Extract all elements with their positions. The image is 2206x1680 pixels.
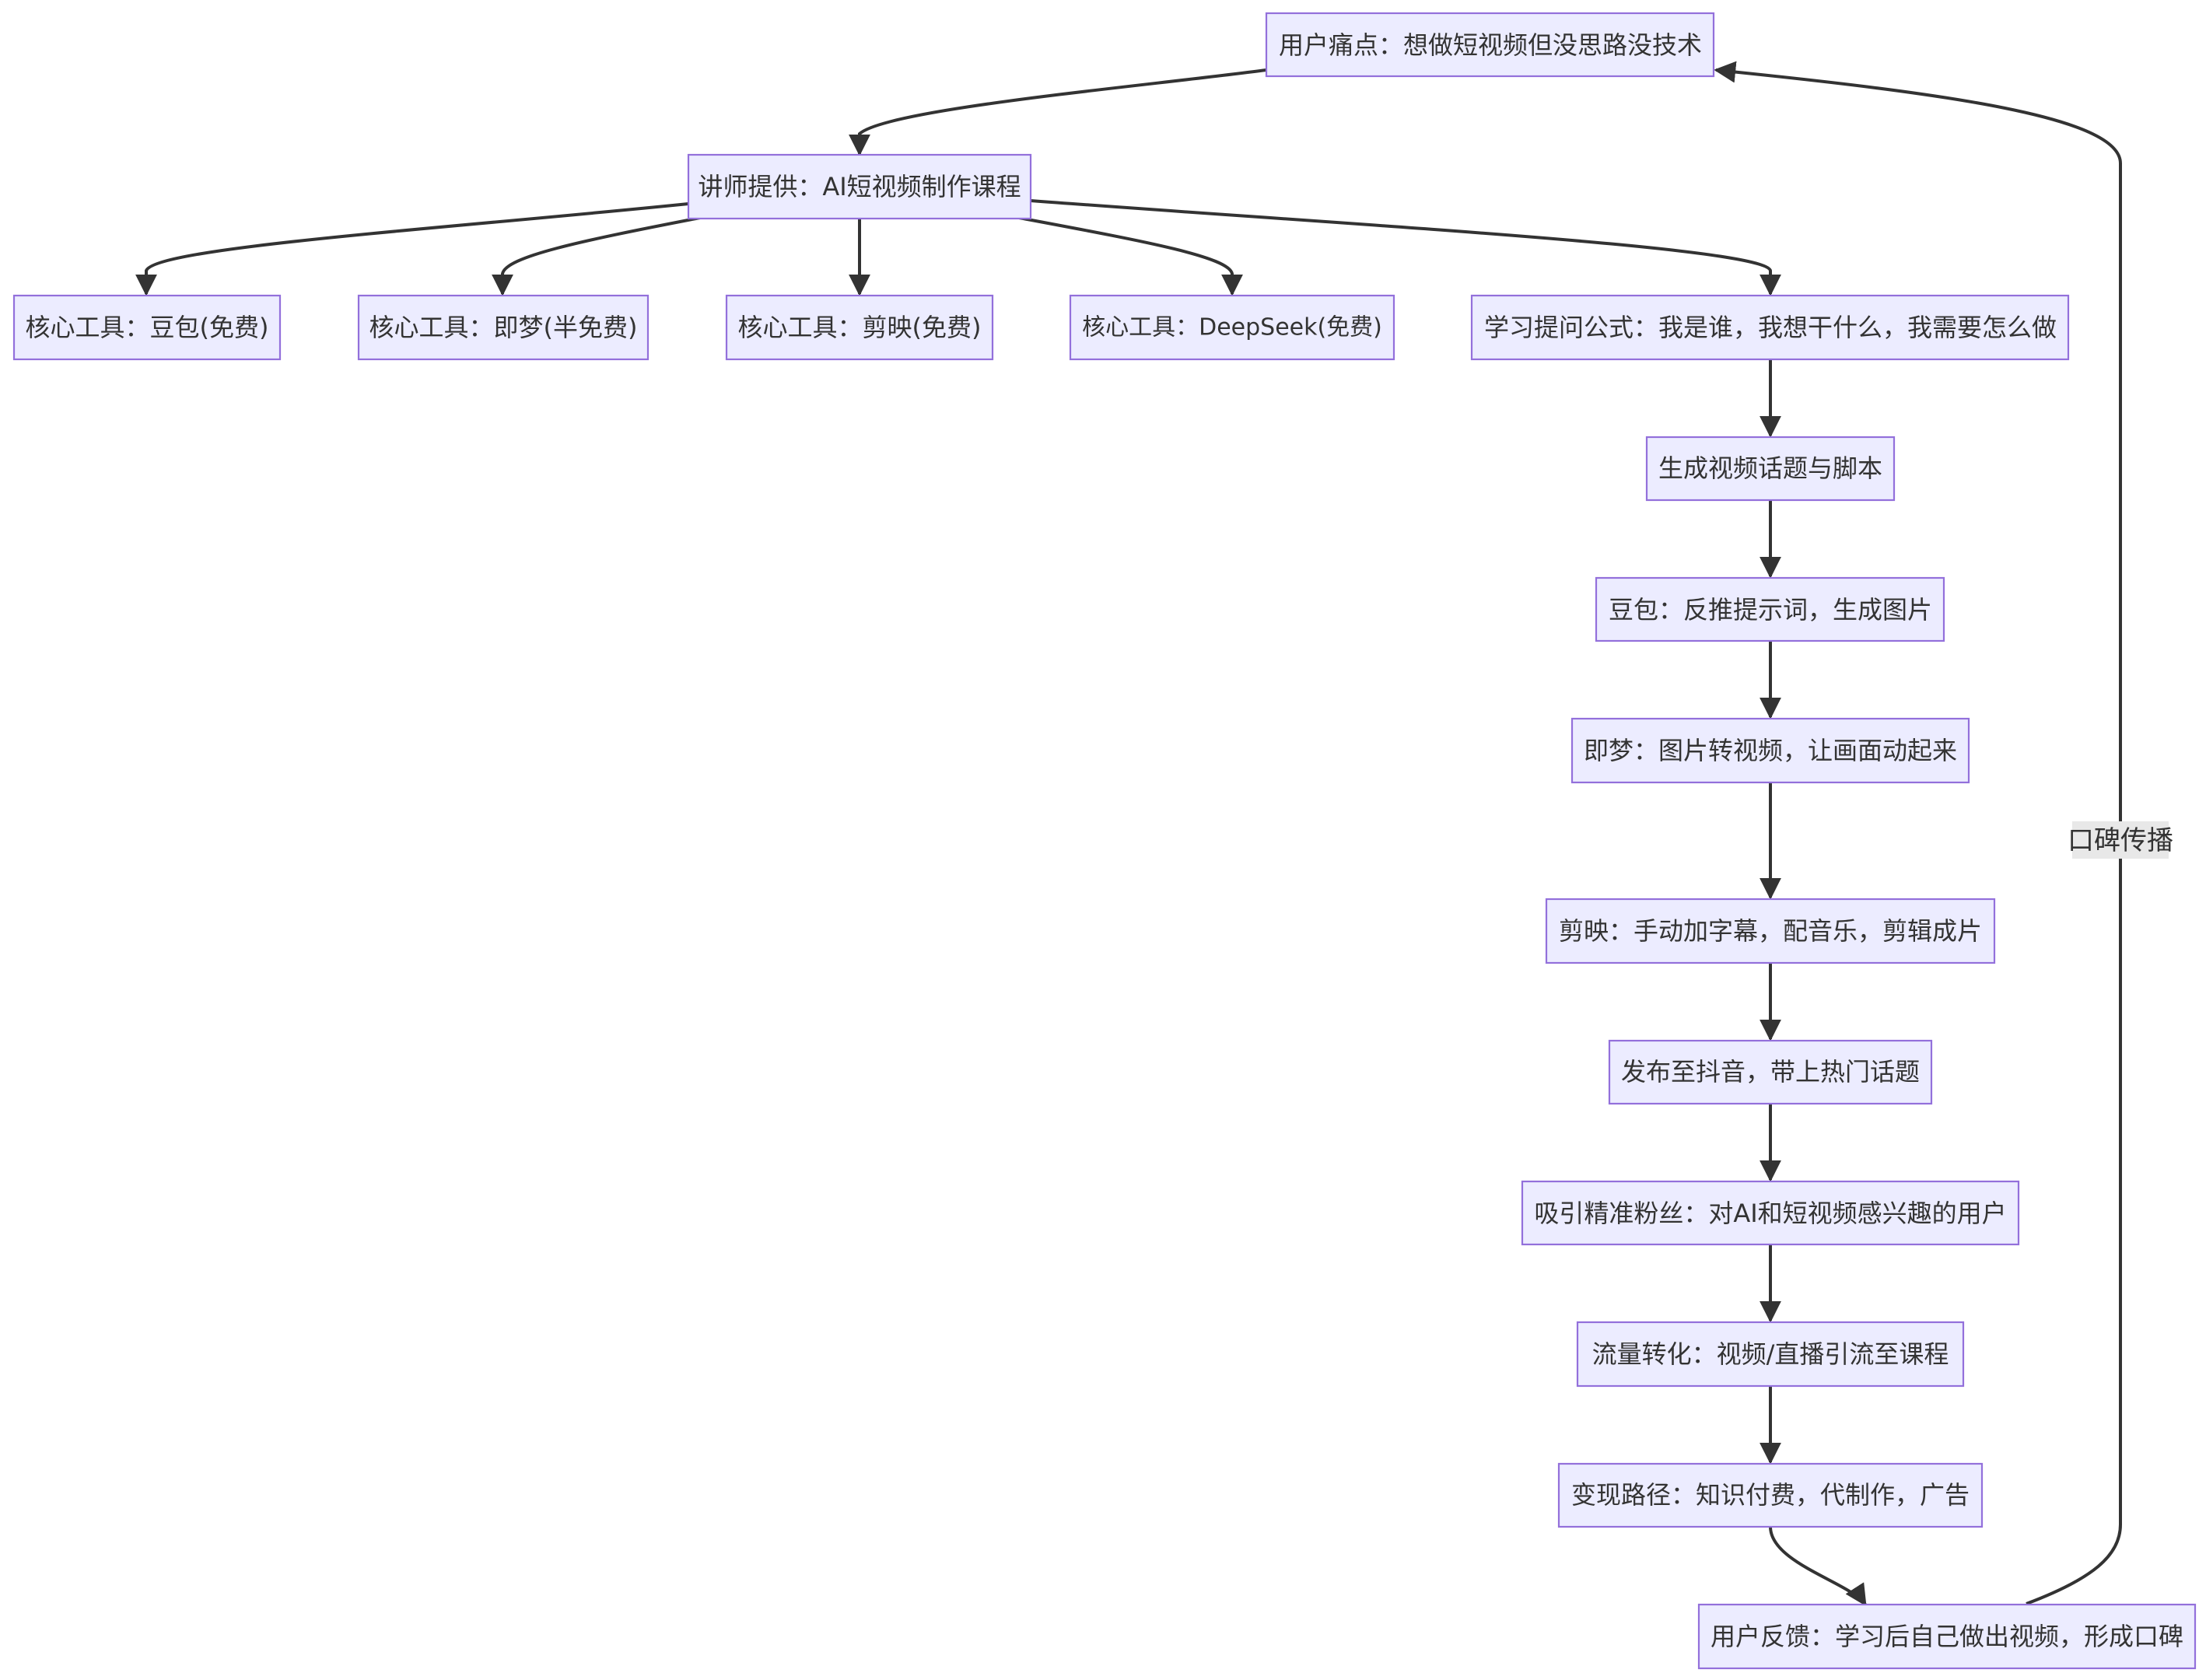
edges xyxy=(135,61,2122,1607)
node-traffic-conversion-label: 流量转化：视频/直播引流至课程 xyxy=(1592,1339,1949,1369)
node-user-pain-label: 用户痛点：想做短视频但没思路没技术 xyxy=(1279,30,1702,60)
nodes: 用户痛点：想做短视频但没思路没技术 讲师提供：AI短视频制作课程 核心工具：豆包… xyxy=(12,12,2197,1670)
node-jimeng-video-label: 即梦：图片转视频，让画面动起来 xyxy=(1584,736,1957,765)
node-attract-fans[interactable]: 吸引精准粉丝：对AI和短视频感兴趣的用户 xyxy=(1521,1180,2020,1246)
node-user-pain[interactable]: 用户痛点：想做短视频但没思路没技术 xyxy=(1265,12,1715,78)
node-tool-jimeng[interactable]: 核心工具：即梦(半免费) xyxy=(357,294,650,361)
node-tool-jianying[interactable]: 核心工具：剪映(免费) xyxy=(725,294,994,361)
node-question-formula-label: 学习提问公式：我是谁，我想干什么，我需要怎么做 xyxy=(1484,313,2057,342)
node-traffic-conversion[interactable]: 流量转化：视频/直播引流至课程 xyxy=(1576,1321,1965,1388)
node-tool-deepseek-label: 核心工具：DeepSeek(免费) xyxy=(1082,314,1382,341)
node-jianying-edit-label: 剪映：手动加字幕，配音乐，剪辑成片 xyxy=(1559,916,1982,946)
node-user-feedback[interactable]: 用户反馈：学习后自己做出视频，形成口碑 xyxy=(1697,1603,2197,1670)
node-user-feedback-label: 用户反馈：学习后自己做出视频，形成口碑 xyxy=(1711,1622,2183,1651)
edge-course-to-doubao xyxy=(135,202,689,296)
node-publish[interactable]: 发布至抖音，带上热门话题 xyxy=(1608,1039,1933,1105)
node-generate-script[interactable]: 生成视频话题与脚本 xyxy=(1645,436,1896,502)
node-tool-jianying-label: 核心工具：剪映(免费) xyxy=(738,313,982,342)
node-attract-fans-label: 吸引精准粉丝：对AI和短视频感兴趣的用户 xyxy=(1534,1199,2006,1228)
node-tool-doubao-label: 核心工具：豆包(免费) xyxy=(26,313,269,342)
node-course-label: 讲师提供：AI短视频制作课程 xyxy=(698,172,1021,201)
edge-course-to-formula xyxy=(1030,199,1781,296)
node-doubao-image[interactable]: 豆包：反推提示词，生成图片 xyxy=(1595,576,1945,642)
node-jimeng-video[interactable]: 即梦：图片转视频，让画面动起来 xyxy=(1570,717,1970,784)
node-question-formula[interactable]: 学习提问公式：我是谁，我想干什么，我需要怎么做 xyxy=(1470,294,2070,361)
node-generate-script-label: 生成视频话题与脚本 xyxy=(1658,453,1882,483)
edge-course-to-deepseek xyxy=(1018,216,1243,296)
node-tool-jimeng-label: 核心工具：即梦(半免费) xyxy=(369,313,638,342)
node-tool-doubao[interactable]: 核心工具：豆包(免费) xyxy=(12,294,282,361)
edge-monetize-to-feedback xyxy=(1769,1526,1867,1607)
node-tool-deepseek[interactable]: 核心工具：DeepSeek(免费) xyxy=(1069,294,1395,361)
node-jianying-edit[interactable]: 剪映：手动加字幕，配音乐，剪辑成片 xyxy=(1545,898,1996,964)
node-monetization-label: 变现路径：知识付费，代制作，广告 xyxy=(1571,1480,1970,1510)
node-monetization[interactable]: 变现路径：知识付费，代制作，广告 xyxy=(1557,1462,1984,1528)
edge-course-to-jimeng xyxy=(492,216,701,296)
edge-feedback-to-pain xyxy=(1714,61,2122,1605)
node-publish-label: 发布至抖音，带上热门话题 xyxy=(1621,1057,1920,1087)
edge-label-text: 口碑传播 xyxy=(2068,825,2173,856)
node-course[interactable]: 讲师提供：AI短视频制作课程 xyxy=(687,153,1032,220)
edge-pain-to-course xyxy=(849,68,1267,156)
node-doubao-image-label: 豆包：反推提示词，生成图片 xyxy=(1609,595,1932,625)
edge-label-word-of-mouth: 口碑传播 xyxy=(2068,821,2173,859)
edge-label-background xyxy=(2072,821,2169,859)
